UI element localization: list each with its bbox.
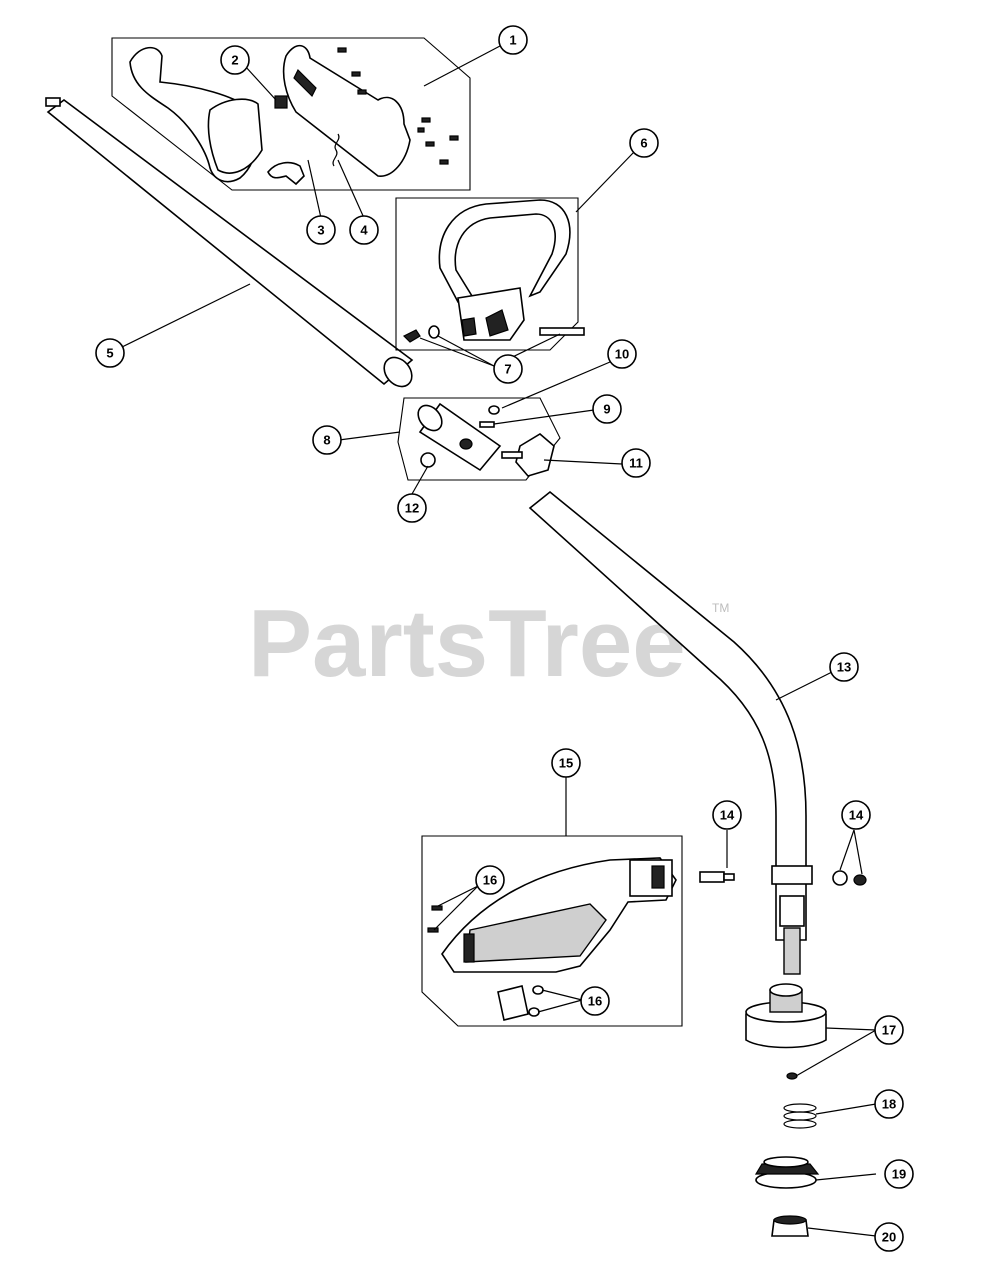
callout-2[interactable]: 2 <box>220 45 250 75</box>
callout-6[interactable]: 6 <box>629 128 659 158</box>
callout-1[interactable]: 1 <box>498 25 528 55</box>
svg-text:5: 5 <box>106 346 113 361</box>
svg-text:16: 16 <box>588 994 602 1009</box>
svg-text:15: 15 <box>559 756 573 771</box>
svg-text:20: 20 <box>882 1230 896 1245</box>
svg-text:16: 16 <box>483 873 497 888</box>
callout-3[interactable]: 3 <box>306 215 336 245</box>
svg-text:11: 11 <box>629 456 643 471</box>
callout-16-lower[interactable]: 16 <box>580 986 610 1016</box>
watermark-tm: TM <box>712 601 729 615</box>
hardware-14 <box>699 870 867 886</box>
svg-text:2: 2 <box>231 53 238 68</box>
svg-text:14: 14 <box>849 808 864 823</box>
svg-text:4: 4 <box>360 223 368 238</box>
clamp-group <box>397 397 561 481</box>
watermark: PartsTree <box>248 590 686 697</box>
svg-text:10: 10 <box>615 347 629 362</box>
svg-text:8: 8 <box>323 433 330 448</box>
svg-text:6: 6 <box>640 136 647 151</box>
upper-shaft <box>45 97 414 388</box>
assist-handle-group <box>395 197 585 351</box>
callout-9[interactable]: 9 <box>592 394 622 424</box>
svg-text:14: 14 <box>720 808 735 823</box>
svg-text:13: 13 <box>837 660 851 675</box>
callout-7[interactable]: 7 <box>493 354 523 384</box>
callout-14-right[interactable]: 14 <box>841 800 871 830</box>
svg-text:19: 19 <box>892 1167 906 1182</box>
callout-11[interactable]: 11 <box>621 448 651 478</box>
callout-19[interactable]: 19 <box>884 1159 914 1189</box>
svg-text:17: 17 <box>882 1023 896 1038</box>
callout-5[interactable]: 5 <box>95 338 125 368</box>
svg-text:18: 18 <box>882 1097 896 1112</box>
callout-14-left[interactable]: 14 <box>712 800 742 830</box>
leader-lines <box>119 45 877 1237</box>
callout-18[interactable]: 18 <box>874 1089 904 1119</box>
svg-text:7: 7 <box>504 362 511 377</box>
callout-10[interactable]: 10 <box>607 339 637 369</box>
callout-12[interactable]: 12 <box>397 493 427 523</box>
svg-text:9: 9 <box>603 402 610 417</box>
callout-15[interactable]: 15 <box>551 748 581 778</box>
lower-shaft <box>528 490 813 975</box>
callout-13[interactable]: 13 <box>829 652 859 682</box>
callout-8[interactable]: 8 <box>312 425 342 455</box>
trimmer-head <box>745 983 827 1237</box>
guard-group <box>421 835 683 1027</box>
callout-4[interactable]: 4 <box>349 215 379 245</box>
callout-16-upper[interactable]: 16 <box>475 865 505 895</box>
svg-text:12: 12 <box>405 501 419 516</box>
svg-text:1: 1 <box>509 33 516 48</box>
handle-housing-group <box>111 37 471 191</box>
callout-17[interactable]: 17 <box>874 1015 904 1045</box>
svg-text:3: 3 <box>317 223 324 238</box>
callout-20[interactable]: 20 <box>874 1222 904 1252</box>
